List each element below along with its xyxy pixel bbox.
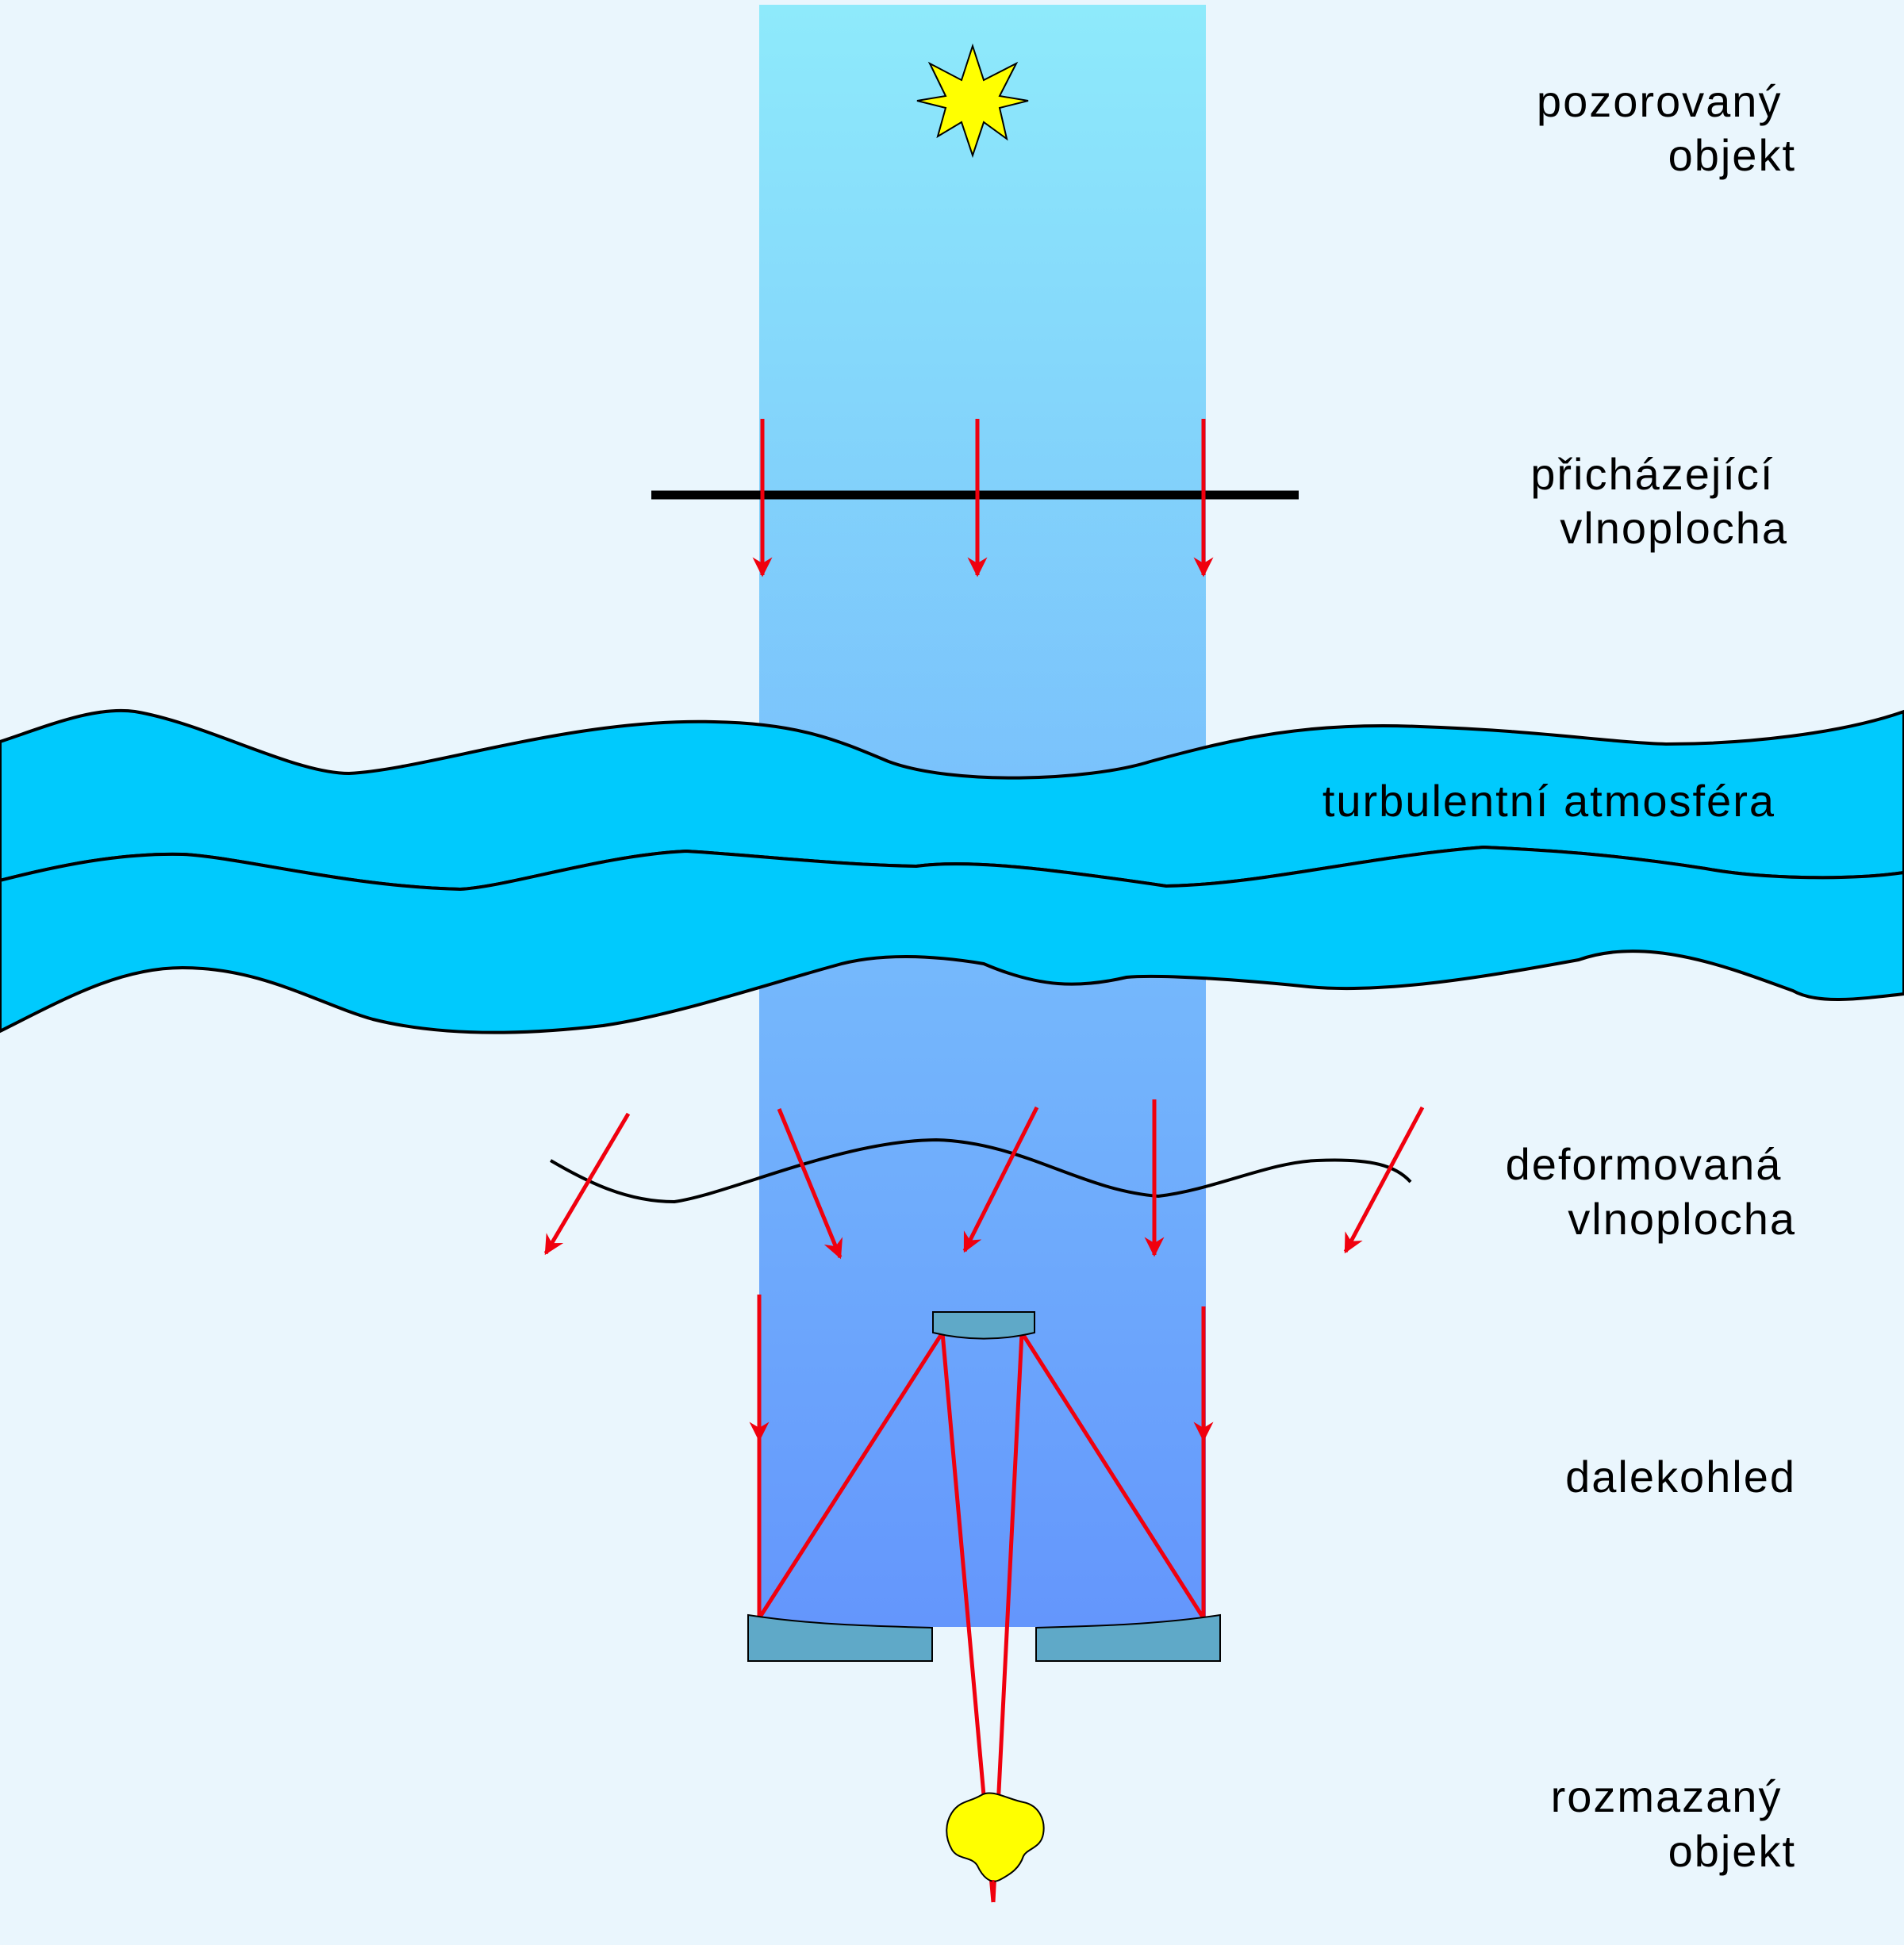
reflected-ray-left	[757, 1331, 945, 1620]
secondary-mirror	[932, 1311, 1035, 1340]
deformed-ray-3	[962, 1106, 1039, 1253]
atmosphere-lower-layer	[0, 845, 1904, 1034]
primary-mirror-left	[747, 1613, 933, 1662]
label-blurred-object: rozmazaný objekt	[1551, 1771, 1796, 1876]
deformed-ray-5	[1343, 1106, 1425, 1254]
label-incoming-wavefront: přicházející vlnoplocha	[1530, 449, 1788, 553]
label-observed-object: pozorovaný objekt	[1537, 76, 1796, 180]
label-turbulent-atmosphere: turbulentní atmosféra	[1322, 776, 1775, 826]
deformed-rays	[543, 1099, 1425, 1260]
label-deformed-wavefront: deformovaná vlnoplocha	[1506, 1139, 1796, 1244]
blurred-object-blurred-blob-icon	[946, 1792, 1045, 1882]
deformed-ray-1	[543, 1112, 631, 1256]
primary-mirror-right	[1035, 1613, 1221, 1662]
incoming-rays	[752, 419, 1214, 577]
reflected-ray-right	[1019, 1331, 1206, 1620]
label-telescope: dalekohled	[1565, 1452, 1796, 1502]
deformed-ray-2	[777, 1108, 843, 1260]
observed-object-star-icon	[916, 43, 1029, 159]
turbulent-atmosphere	[0, 708, 1904, 1034]
